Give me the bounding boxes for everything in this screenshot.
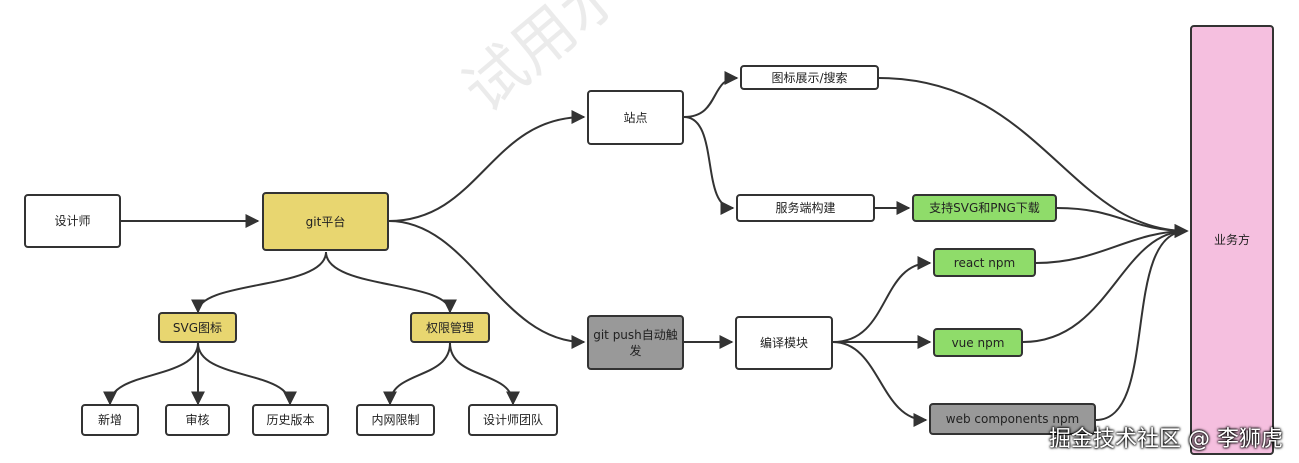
- edge-git-push: [388, 220, 586, 349]
- edge-react-business: [1035, 224, 1189, 264]
- node-svg-icons: SVG图标: [158, 312, 237, 343]
- edge-site-build: [683, 116, 735, 215]
- node-svg-png-download: 支持SVG和PNG下载: [912, 194, 1057, 222]
- node-permissions: 权限管理: [410, 312, 490, 343]
- node-intranet: 内网限制: [356, 404, 435, 436]
- edge-site-display: [683, 71, 739, 118]
- node-history: 历史版本: [252, 404, 329, 436]
- edge-compile-react: [832, 256, 932, 343]
- edge-git-site: [388, 110, 586, 222]
- node-git-push: git push自动触发: [587, 315, 684, 370]
- node-vue-npm: vue npm: [933, 328, 1023, 357]
- node-business: 业务方: [1190, 25, 1274, 455]
- edge-download-business: [1056, 207, 1189, 238]
- edge-git-svg: [191, 251, 327, 314]
- node-designer-team: 设计师团队: [468, 404, 558, 436]
- edge-display-business: [878, 77, 1189, 238]
- node-add: 新增: [81, 404, 139, 436]
- edge-svg-history: [197, 342, 297, 406]
- node-web-components: web components npm: [929, 403, 1096, 435]
- edge-web-business: [1095, 224, 1189, 421]
- edge-permission-intranet: [383, 342, 451, 406]
- node-server-build: 服务端构建: [736, 194, 875, 222]
- node-git-platform: git平台: [262, 192, 389, 251]
- node-designer: 设计师: [24, 194, 121, 248]
- edge-vue-business: [1022, 224, 1189, 343]
- node-site: 站点: [587, 90, 684, 145]
- edge-permission-team: [449, 342, 520, 406]
- edge-svg-add: [103, 342, 199, 406]
- footer-watermark: 掘金技术社区 @ 李狮虎: [1049, 427, 1283, 452]
- edge-git-permission: [325, 251, 457, 314]
- node-react-npm: react npm: [933, 248, 1036, 277]
- node-review: 审核: [165, 404, 230, 436]
- edge-compile-web: [832, 341, 928, 427]
- node-compile: 编译模块: [735, 316, 833, 370]
- node-icon-display: 图标展示/搜索: [740, 65, 879, 90]
